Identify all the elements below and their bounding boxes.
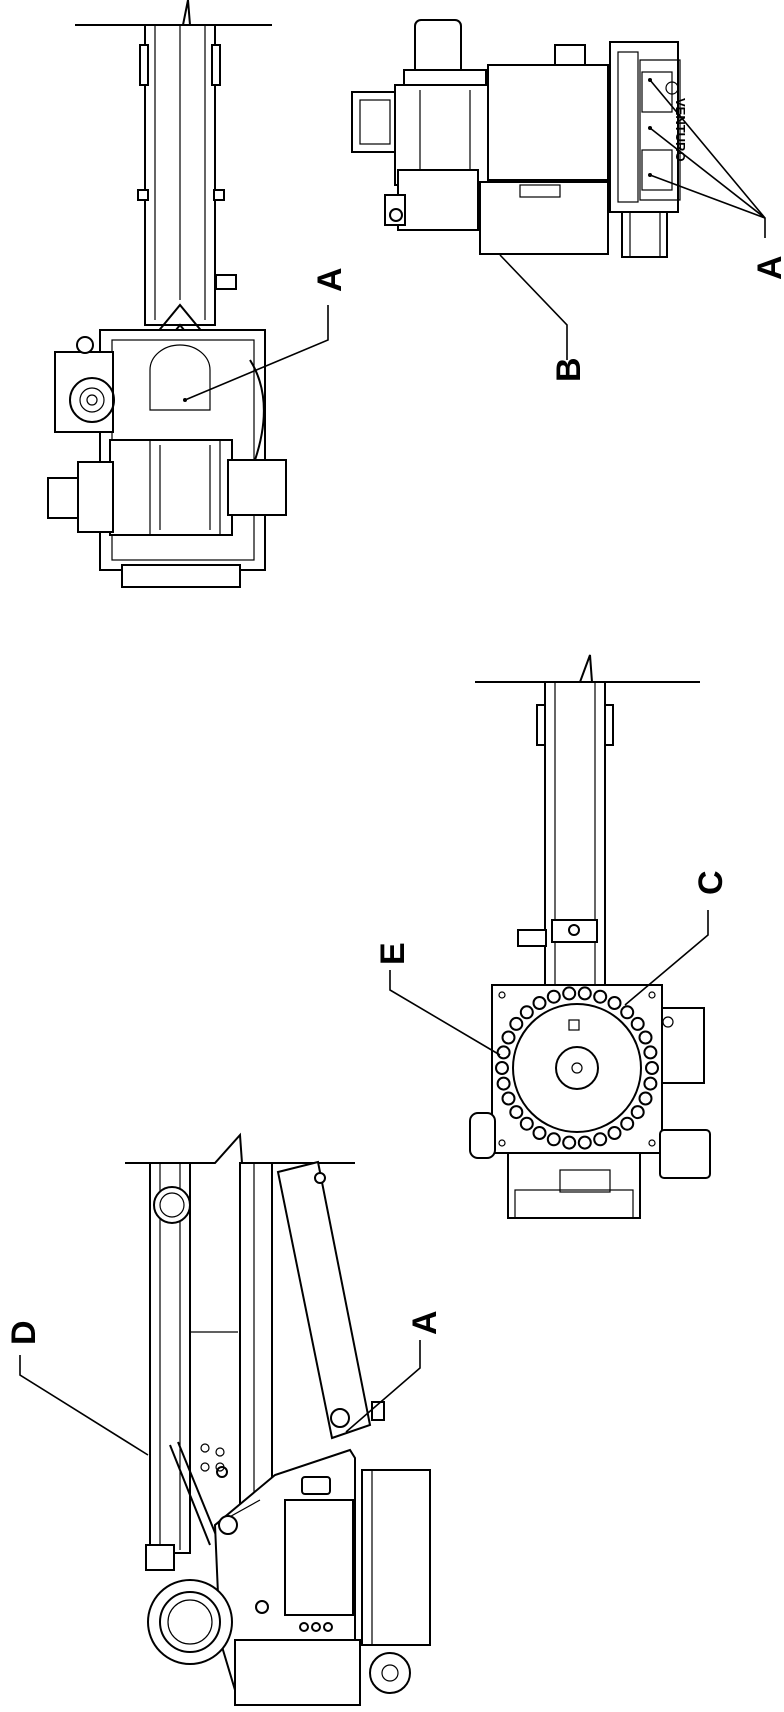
bolt-hole (607, 996, 622, 1010)
main-housing (487, 64, 609, 181)
bolt-hole (638, 1030, 653, 1045)
leader-line-a-bottom (345, 1340, 421, 1433)
bolt-hole (501, 1030, 516, 1045)
bolt-hole (546, 1132, 561, 1147)
base-plate (121, 564, 241, 588)
bolt-hole (620, 1005, 635, 1020)
control-panel (284, 1499, 354, 1616)
bolt-circle (495, 986, 659, 1150)
bolt-hole (630, 1016, 645, 1031)
bolt-hole (546, 989, 561, 1004)
bolt-hole (607, 1126, 622, 1140)
bolt-hole (532, 996, 547, 1010)
slew-ring (512, 1003, 642, 1133)
leader-line-e (389, 970, 501, 1056)
break-line (75, 0, 272, 26)
label-a-top-left: A (311, 267, 349, 292)
label-a-bottom: A (406, 1310, 444, 1335)
leader-line-a-top-left (184, 305, 329, 401)
winch-motor (227, 459, 287, 516)
end-plate (609, 41, 679, 213)
bolt-hole (645, 1061, 659, 1075)
bolt-hole (509, 1016, 524, 1031)
bolt-hole (638, 1091, 653, 1106)
brand-logo: VENTURO (673, 98, 688, 162)
bolt-hole (562, 1135, 577, 1150)
bolt-hole (593, 989, 608, 1004)
center-hub (555, 1046, 599, 1090)
view-top-left: A (47, 0, 349, 588)
bolt-hole (496, 1045, 511, 1060)
slew-plate (491, 984, 663, 1154)
view-middle: C E (374, 654, 730, 1219)
lower-housing (479, 181, 609, 255)
view-bottom: D A (5, 1132, 444, 1706)
label-d: D (5, 1320, 43, 1345)
winch-drum (109, 439, 233, 536)
bottom-plate (234, 1639, 361, 1706)
right-housing (361, 1469, 431, 1646)
bolt-hole (643, 1045, 658, 1060)
hydraulic-motor (369, 1652, 411, 1694)
upper-beam (149, 1162, 191, 1554)
bolt-hole (519, 1005, 534, 1020)
bolt-hole (509, 1105, 524, 1120)
label-e: E (374, 942, 412, 965)
break-line-middle (475, 654, 700, 683)
break-line-bottom (125, 1132, 355, 1164)
side-motor (661, 1007, 705, 1084)
bolt-hole (620, 1116, 635, 1131)
label-c: C (692, 870, 730, 895)
bolt-hole (519, 1116, 534, 1131)
bolt-hole (593, 1132, 608, 1147)
lower-box (507, 1152, 641, 1219)
bolt-hole (495, 1061, 509, 1075)
leader-line-b (499, 254, 568, 360)
bolt-hole (501, 1091, 516, 1106)
bolt-hole (496, 1076, 511, 1091)
bolt-hole (562, 986, 577, 1001)
bolt-hole (630, 1105, 645, 1120)
bolt-hole (577, 986, 592, 1001)
bolt-hole (643, 1076, 658, 1091)
label-a-top-right: A (751, 255, 784, 280)
leader-line-c (624, 910, 709, 1006)
bolt-hole (532, 1126, 547, 1140)
hydraulic-cylinder (276, 1160, 372, 1440)
label-b: B (550, 357, 588, 382)
hydraulic-port (47, 477, 79, 519)
motor-cylinder (414, 19, 462, 76)
bolt-hole (577, 1135, 592, 1150)
leader-line-d (19, 1355, 149, 1456)
view-top-right: VENTURO A B (351, 19, 784, 382)
